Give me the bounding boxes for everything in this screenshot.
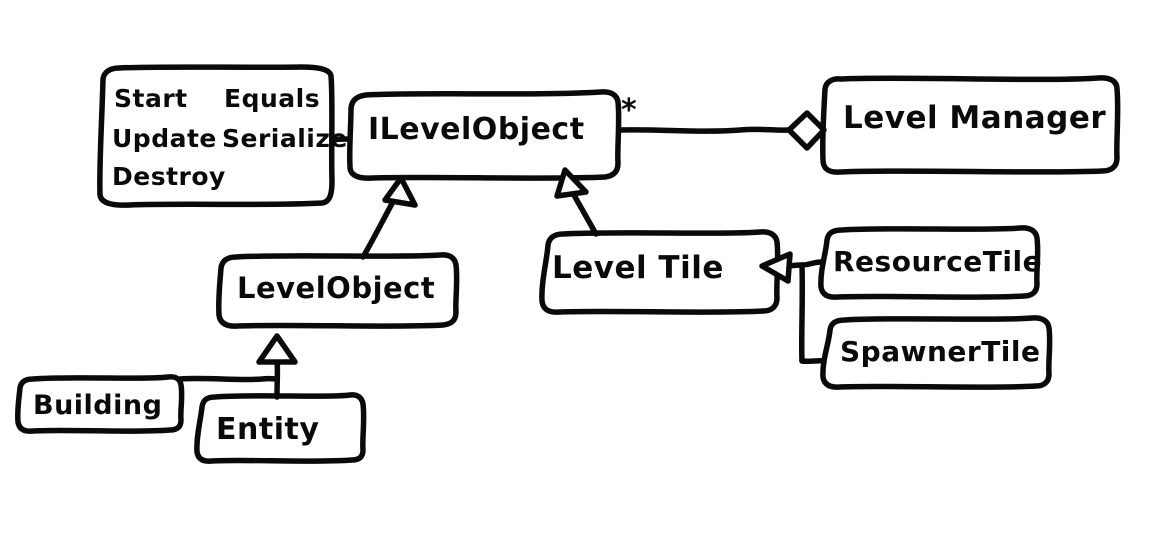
- generalization-line-resourcetile: [799, 259, 824, 268]
- note-link-line: [329, 136, 353, 143]
- leveltile-box: [539, 229, 781, 315]
- generalization-arrow-levelobject: [382, 175, 418, 208]
- generalization-line-spawnertile: [799, 357, 827, 365]
- methods-note-line-2-right: Serialize: [222, 124, 348, 153]
- generalization-line-levelobject: [360, 197, 397, 260]
- levelobject-box: [216, 252, 460, 329]
- methods-note-line-3-left: Destroy: [112, 162, 226, 191]
- methods-note-line-1-right: Equals: [224, 84, 321, 113]
- spawnertile-box: [820, 315, 1053, 390]
- tile-branch-vertical: [798, 262, 806, 364]
- levelmanager-box: [819, 75, 1121, 175]
- methods-note-box: [97, 64, 335, 208]
- ilevelobject-box: [346, 89, 622, 181]
- aggregation-multiplicity-label: *: [621, 93, 637, 128]
- generalization-arrow-levelobject-bottom: [256, 333, 298, 365]
- methods-note-line-2-left: Update: [112, 124, 217, 153]
- aggregation-line: [617, 126, 791, 134]
- entity-box: [194, 392, 367, 464]
- generalization-arrow-leveltile: [554, 167, 589, 199]
- generalization-line-building: [177, 375, 280, 383]
- building-box: [15, 374, 185, 434]
- methods-note-line-1-left: Start: [114, 84, 188, 113]
- generalization-arrow-leveltile-right: [759, 251, 793, 284]
- resourcetile-box: [818, 225, 1041, 300]
- aggregation-diamond: [786, 110, 827, 151]
